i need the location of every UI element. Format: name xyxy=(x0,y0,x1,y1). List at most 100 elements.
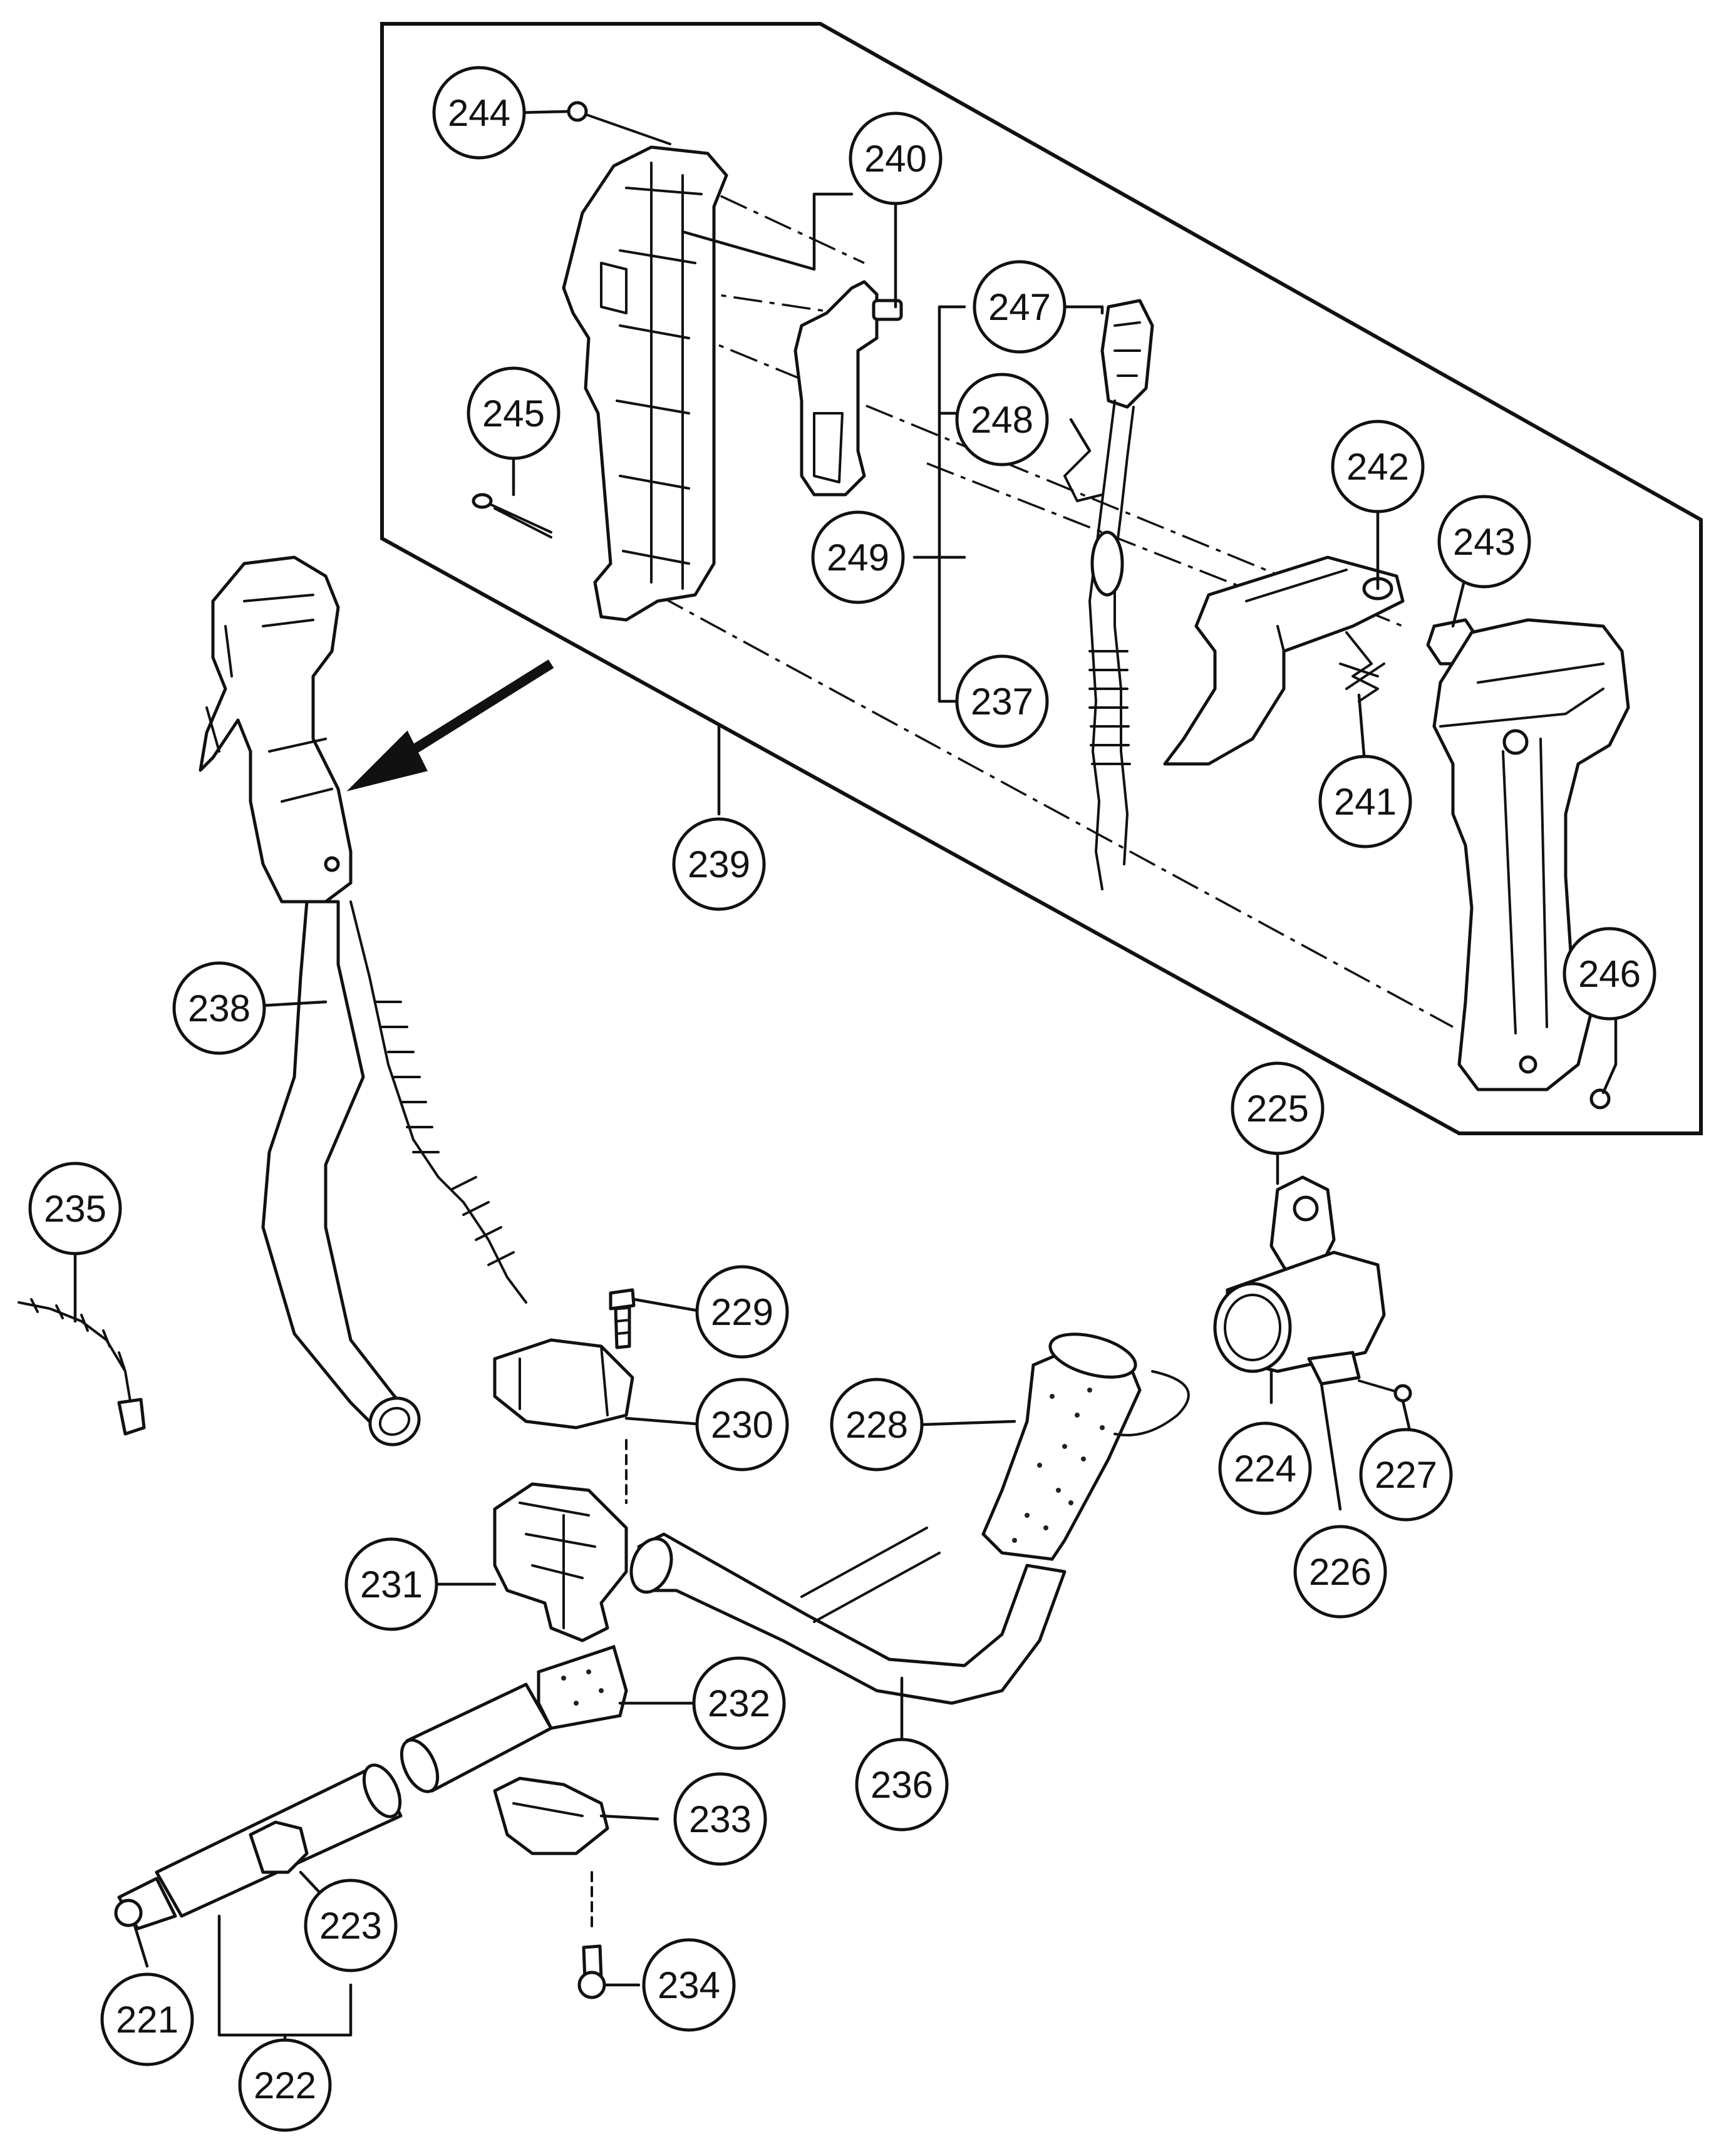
callout-circle xyxy=(172,961,266,1055)
screw-246 xyxy=(1589,1088,1611,1110)
clamp-226 xyxy=(1307,1351,1361,1386)
callout-label: 246 xyxy=(1578,953,1641,995)
callout-circle xyxy=(28,1162,122,1255)
callout-circle xyxy=(955,654,1049,748)
callout-234: 234 xyxy=(642,1938,736,2032)
callout-label: 244 xyxy=(448,92,510,134)
callout-label: 245 xyxy=(482,393,545,435)
spring-241 xyxy=(1339,631,1385,703)
callout-237: 237 xyxy=(955,654,1049,748)
callout-circle xyxy=(811,510,905,604)
collar-224 xyxy=(1213,1250,1386,1373)
callout-249: 249 xyxy=(811,510,905,604)
callout-231: 231 xyxy=(344,1537,438,1631)
callout-circle xyxy=(955,373,1049,466)
callout-242: 242 xyxy=(1331,420,1425,513)
callout-229: 229 xyxy=(695,1265,789,1359)
callout-circle xyxy=(1331,420,1425,513)
callout-label: 230 xyxy=(711,1404,773,1446)
callout-label: 247 xyxy=(988,286,1051,328)
callout-circle xyxy=(642,1938,736,2032)
alignment-lines xyxy=(588,174,1454,1028)
shaft-grip-232 xyxy=(537,1644,628,1730)
callout-240: 240 xyxy=(849,111,943,205)
callout-circle xyxy=(1231,1061,1325,1155)
bolt-229 xyxy=(609,1288,636,1349)
callout-label: 240 xyxy=(864,138,927,180)
callout-circle xyxy=(849,111,943,205)
callout-circle xyxy=(672,817,766,911)
callout-circle xyxy=(1218,1421,1312,1515)
callout-circle xyxy=(304,1879,398,1972)
screw-227 xyxy=(1358,1379,1412,1403)
callout-label: 249 xyxy=(827,537,889,579)
right-handle-housing xyxy=(1432,618,1630,1091)
callout-228: 228 xyxy=(830,1378,924,1471)
callout-230: 230 xyxy=(695,1378,789,1471)
handle-tube-238 xyxy=(261,900,421,1446)
callout-label: 241 xyxy=(1334,781,1397,823)
callout-235: 235 xyxy=(28,1162,122,1255)
callout-label: 248 xyxy=(971,399,1033,441)
callout-238: 238 xyxy=(172,961,266,1055)
callout-247: 247 xyxy=(973,260,1067,354)
callout-circle xyxy=(695,1378,789,1471)
clamp-231 xyxy=(493,1439,628,1642)
callout-circle xyxy=(467,366,561,460)
callout-label: 226 xyxy=(1309,1551,1372,1593)
callout-233: 233 xyxy=(673,1772,767,1866)
callout-222: 222 xyxy=(238,2038,332,2132)
callouts: 244 240 247 248 245 242 243 249 237 241 239 246 238 2… xyxy=(28,66,1656,2132)
callout-label: 222 xyxy=(254,2064,316,2106)
screw-244 xyxy=(567,101,671,145)
callout-circle xyxy=(695,1265,789,1359)
callout-label: 238 xyxy=(188,987,251,1029)
callout-232: 232 xyxy=(692,1656,786,1750)
lever-240 xyxy=(681,192,903,497)
bolt-234 xyxy=(577,1871,606,1999)
callout-226: 226 xyxy=(1293,1525,1387,1619)
callout-label: 221 xyxy=(116,1999,178,2041)
callout-245: 245 xyxy=(467,366,561,460)
callout-244: 244 xyxy=(432,66,526,160)
exploded-view-arrow xyxy=(346,659,554,791)
callout-circle xyxy=(238,2038,332,2132)
connection-arc xyxy=(1113,1370,1190,1436)
grip-228 xyxy=(981,1332,1142,1561)
callout-label: 237 xyxy=(971,681,1033,723)
callout-label: 225 xyxy=(1246,1088,1309,1130)
callout-circle xyxy=(1318,755,1412,848)
callout-circle xyxy=(1563,927,1656,1021)
callout-225: 225 xyxy=(1231,1061,1325,1155)
plate-233 xyxy=(493,1776,609,1855)
callout-241: 241 xyxy=(1318,755,1412,848)
callout-circle xyxy=(1437,495,1531,589)
callout-label: 242 xyxy=(1346,446,1409,488)
callout-236: 236 xyxy=(855,1738,949,1832)
callout-circle xyxy=(432,66,526,160)
callout-circle xyxy=(973,260,1067,354)
callout-label: 234 xyxy=(658,1964,720,2006)
screw-245 xyxy=(472,493,552,539)
callout-246: 246 xyxy=(1563,927,1656,1021)
callout-circle xyxy=(100,1972,194,2066)
callout-label: 233 xyxy=(689,1798,752,1840)
callout-label: 239 xyxy=(688,843,750,885)
exploded-view-frame xyxy=(380,22,1703,1135)
callout-circle xyxy=(344,1537,438,1631)
callout-label: 228 xyxy=(845,1404,908,1446)
callout-label: 236 xyxy=(871,1764,933,1806)
stop-wire-235 xyxy=(18,1298,146,1436)
callout-239: 239 xyxy=(672,817,766,911)
callout-243: 243 xyxy=(1437,495,1531,589)
wire-harness xyxy=(1063,299,1154,890)
callout-label: 232 xyxy=(708,1683,770,1724)
handlebar-236 xyxy=(629,1527,1067,1705)
callout-label: 227 xyxy=(1375,1454,1437,1496)
callout-circle xyxy=(855,1738,949,1832)
callout-circle xyxy=(1359,1428,1453,1522)
callout-label: 235 xyxy=(44,1188,106,1230)
callout-label: 223 xyxy=(319,1905,382,1947)
callout-label: 224 xyxy=(1234,1448,1296,1490)
